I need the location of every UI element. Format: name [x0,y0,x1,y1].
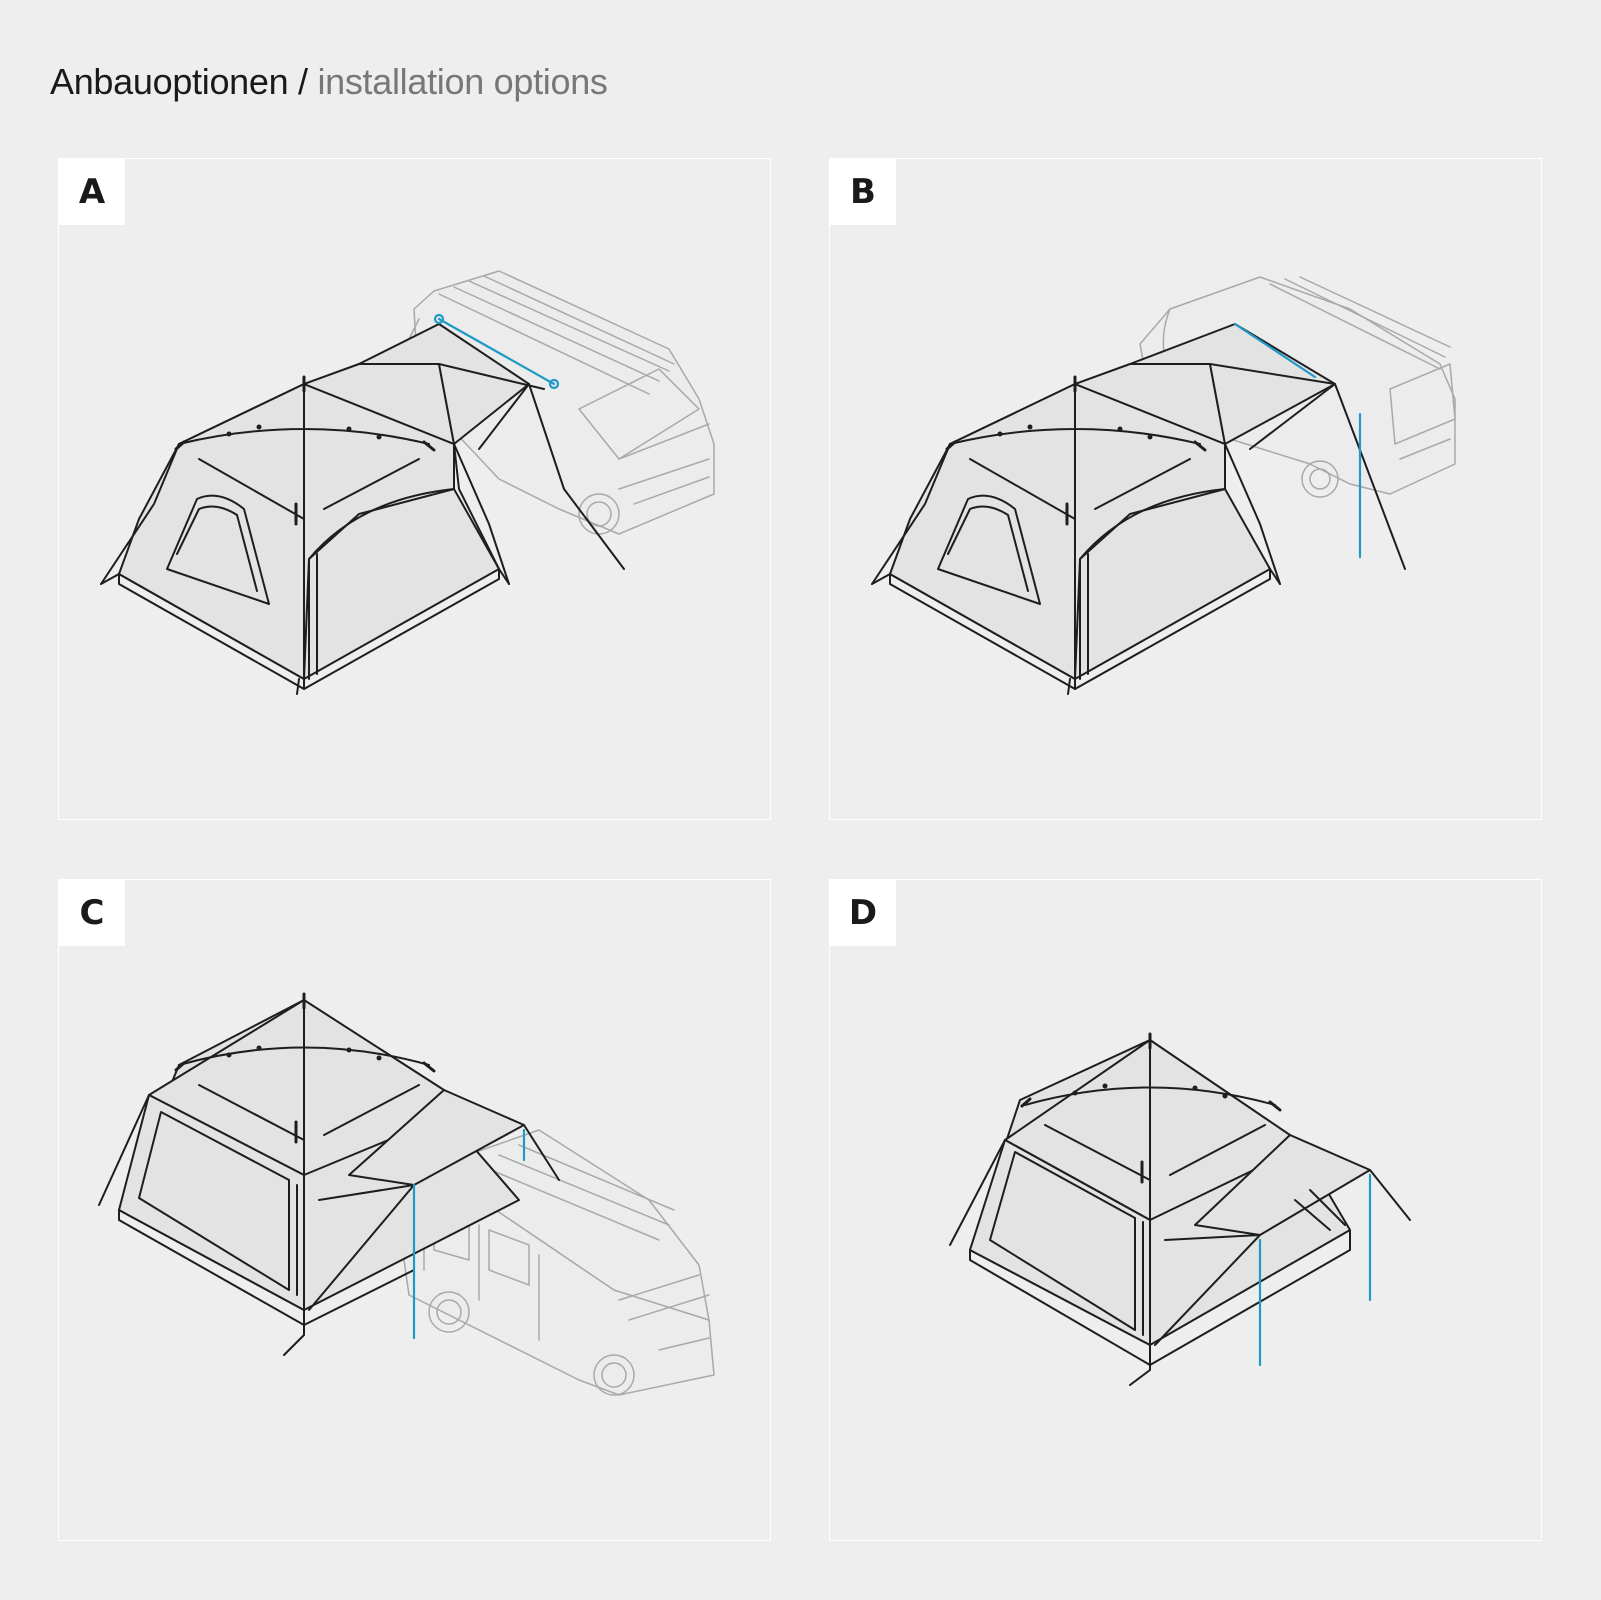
panel-label-c: C [59,880,125,946]
panel-a: A [58,158,771,820]
connection-lines-a [433,313,560,390]
panel-label-d: D [830,880,896,946]
title-english: installation options [317,61,608,102]
illustration-c [98,992,715,1396]
tent-frame-c [174,992,436,1144]
van-a [398,270,715,535]
illustration-a [100,270,715,695]
panel-label-b: B [830,159,896,225]
panel-b: B [829,158,1542,820]
title-separator: / [298,61,308,102]
page-title: Anbauoptionen / installation options [50,60,608,104]
tent-a [100,323,625,695]
tent-frame-b [945,375,1207,526]
tent-frame-d [1020,1032,1282,1184]
panel-c: C [58,879,771,1541]
connection-lines-c [412,1128,526,1340]
tent-b [871,323,1406,695]
panel-label-a: A [59,159,125,225]
illustration-d [949,1032,1411,1386]
connection-lines-d [1258,1173,1372,1367]
title-german: Anbauoptionen [50,61,289,102]
connection-lines-b [1233,322,1362,559]
tent-d [949,1039,1411,1386]
panel-d: D [829,879,1542,1541]
tent-frame-a [174,375,436,526]
illustration-b [871,276,1456,695]
